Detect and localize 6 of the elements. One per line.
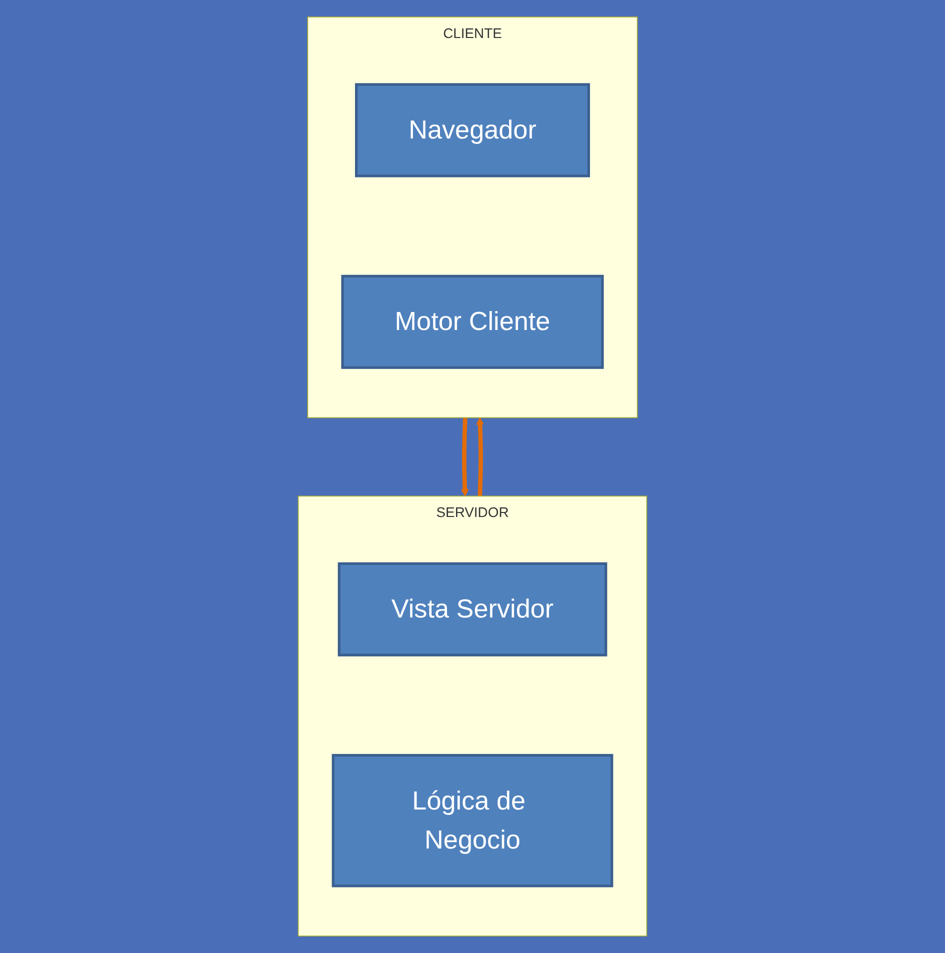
arrow	[476, 417, 484, 496]
node-box: Vista Servidor	[338, 562, 608, 656]
node-box: Motor Cliente	[341, 274, 604, 369]
arrow	[461, 418, 469, 496]
node-box: Navegador	[355, 83, 590, 178]
node-box: Lógica de Negocio	[332, 754, 614, 888]
